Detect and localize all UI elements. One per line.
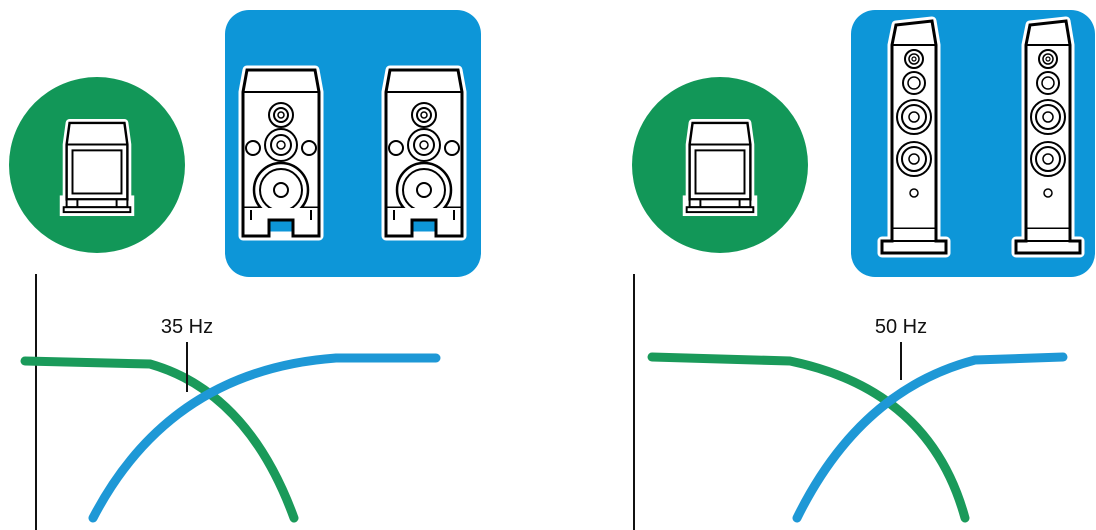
subwoofer-response-curve	[25, 361, 294, 518]
subwoofer-icon	[687, 123, 754, 212]
crossover-frequency-label: 35 Hz	[161, 316, 213, 338]
bookshelf-speaker-icon	[243, 70, 319, 236]
floorstanding-speaker-icon	[882, 21, 946, 253]
subwoofer-icon	[64, 123, 131, 212]
panel-right: 50 Hz	[628, 10, 1095, 530]
floorstanding-speaker-icon	[1016, 21, 1080, 253]
bookshelf-speaker-icon	[386, 70, 462, 236]
crossover-frequency-label: 50 Hz	[875, 316, 927, 338]
main-speaker-response-curve	[93, 358, 436, 518]
panel-left: 35 Hz	[5, 10, 481, 530]
